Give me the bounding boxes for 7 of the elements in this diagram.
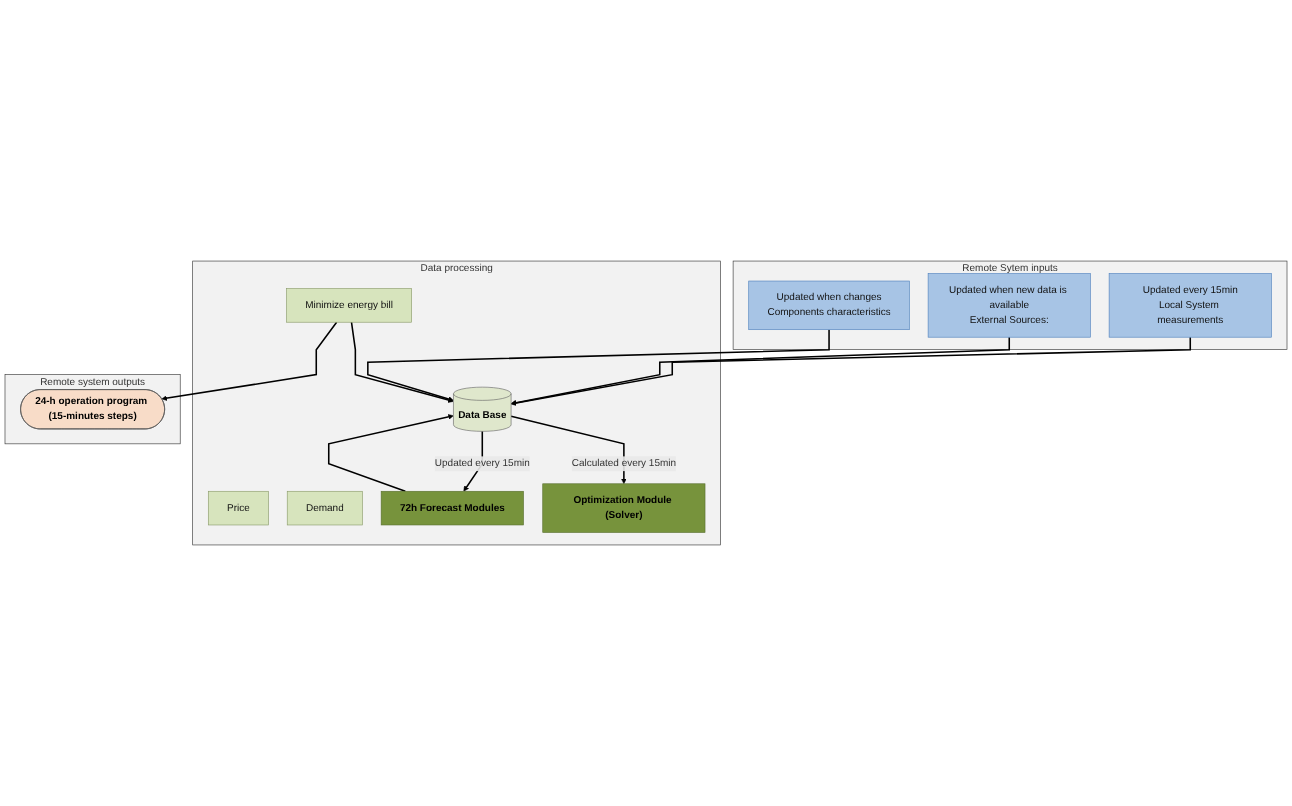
arrow [510, 415, 627, 485]
arrow [510, 336, 1192, 406]
arrow [367, 328, 830, 402]
arrow [350, 321, 454, 403]
arrow [161, 321, 338, 401]
arrow [327, 414, 454, 493]
arrow [510, 336, 1011, 406]
